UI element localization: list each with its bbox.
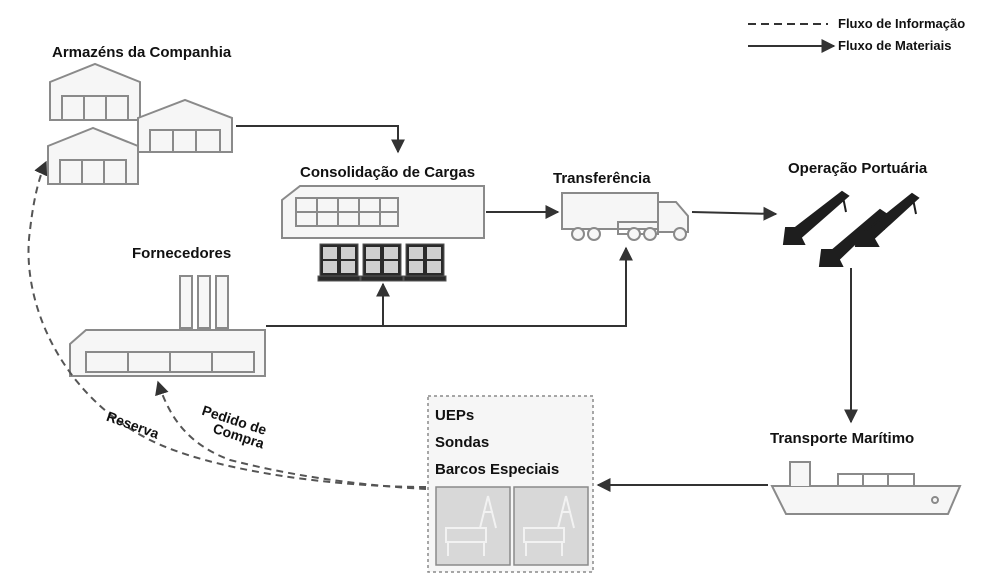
- pallets-icon: [318, 244, 446, 281]
- maritime-transport-label: Transporte Marítimo: [770, 430, 914, 447]
- destination-ueps: UEPs: [435, 407, 474, 424]
- consolidation-label: Consolidação de Cargas: [300, 164, 475, 181]
- ship-icon: [772, 462, 960, 514]
- legend-info-flow-label: Fluxo de Informação: [838, 16, 965, 31]
- destination-barcos-especiais: Barcos Especiais: [435, 461, 559, 478]
- factory-icon: [70, 276, 265, 376]
- port-operation-label: Operação Portuária: [788, 160, 927, 177]
- suppliers-label: Fornecedores: [132, 245, 231, 262]
- port-crane-icon: [784, 192, 918, 266]
- warehouses-label: Armazéns da Companhia: [52, 44, 231, 61]
- consolidation-building-icon: [282, 186, 484, 238]
- destination-sondas: Sondas: [435, 434, 489, 451]
- legend-material-flow-label: Fluxo de Materiais: [838, 38, 951, 53]
- warehouse-icon: [48, 64, 232, 184]
- truck-icon: [562, 193, 688, 240]
- transfer-label: Transferência: [553, 170, 651, 187]
